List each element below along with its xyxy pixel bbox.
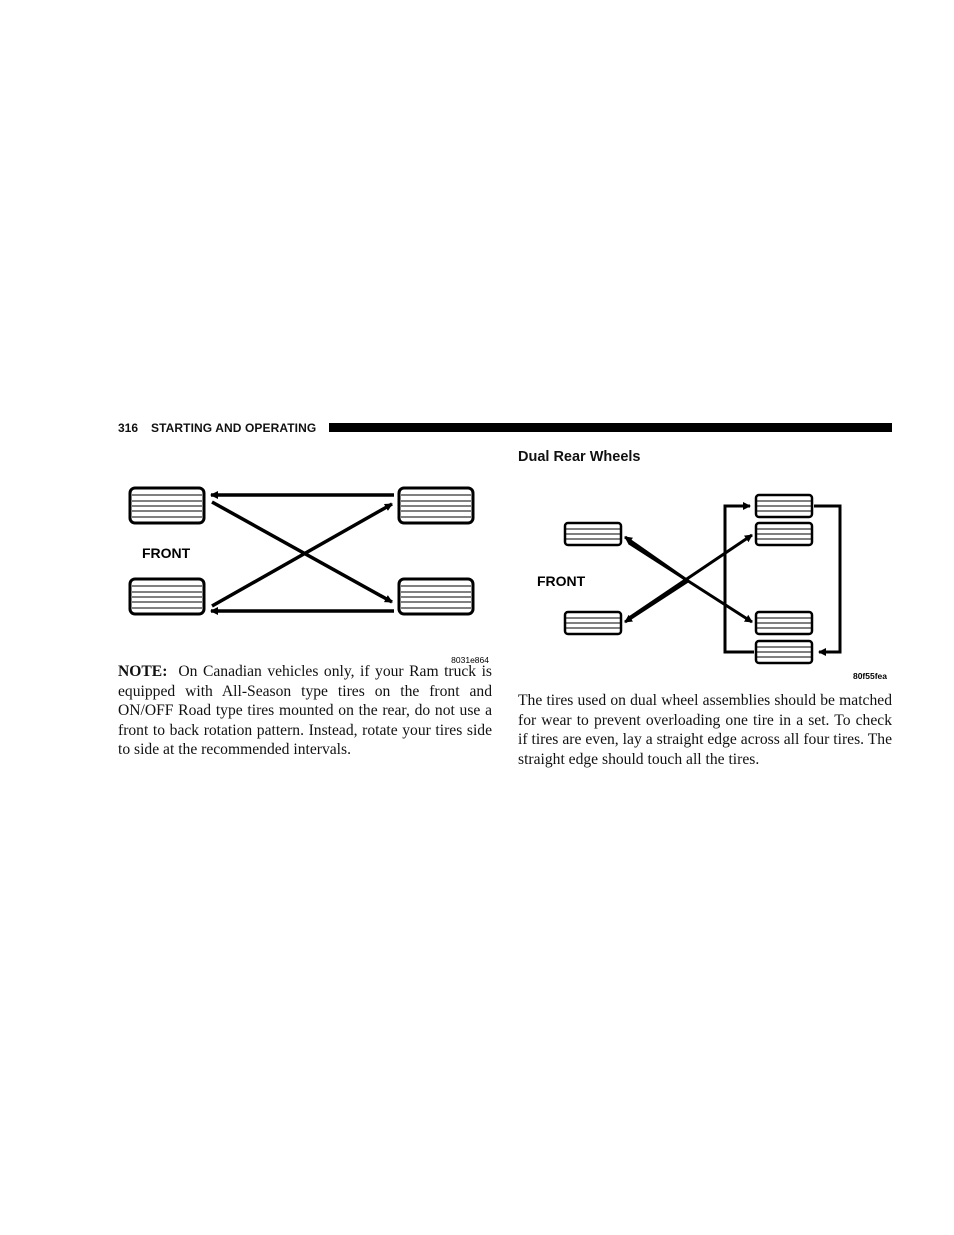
tire-rear-left (397, 486, 475, 525)
arrow-rear-to-front-left (624, 535, 689, 583)
arrow-front-right-to-rear-left (211, 502, 393, 608)
figure-code: 8031e864 (451, 655, 489, 665)
front-label: FRONT (142, 545, 191, 561)
dual-rear-wheels-heading: Dual Rear Wheels (518, 449, 641, 465)
tire-rear-right-inner (754, 610, 814, 636)
tire-front-left (563, 521, 623, 547)
tire-rear-right (397, 577, 475, 616)
note-paragraph: NOTE: On Canadian vehicles only, if your… (118, 662, 492, 760)
note-label: NOTE: (118, 663, 168, 680)
arrow-front-right-to-rear (628, 533, 753, 620)
header-rule (329, 423, 892, 432)
dual-wheels-paragraph: The tires used on dual wheel assemblies … (518, 692, 892, 768)
figure-code: 80f55fea (853, 671, 887, 681)
tire-rear-left-inner (754, 521, 814, 547)
dual-wheel-rotation-diagram: FRONT 80f55fea (537, 493, 887, 681)
tire-rear-right-outer (754, 639, 814, 665)
tire-front-right (563, 610, 623, 636)
front-label: FRONT (537, 573, 586, 589)
arrow-rear-to-front-right (624, 579, 689, 624)
tire-rotation-diagram: FRONT 8031e864 (128, 486, 489, 665)
page-header: 316 STARTING AND OPERATING (118, 420, 892, 436)
arrow-front-left-to-rear (628, 541, 753, 624)
arrow-outer-loop (814, 504, 842, 656)
arrow-front-left-to-rear-right (211, 500, 393, 604)
section-title: STARTING AND OPERATING (151, 421, 317, 435)
page-number: 316 (118, 421, 139, 435)
tire-front-right (128, 577, 206, 616)
tire-front-left (128, 486, 206, 525)
tire-rear-left-outer (754, 493, 814, 519)
note-text: On Canadian vehicles only, if your Ram t… (118, 663, 492, 758)
arrow-inner-loop (723, 502, 754, 654)
